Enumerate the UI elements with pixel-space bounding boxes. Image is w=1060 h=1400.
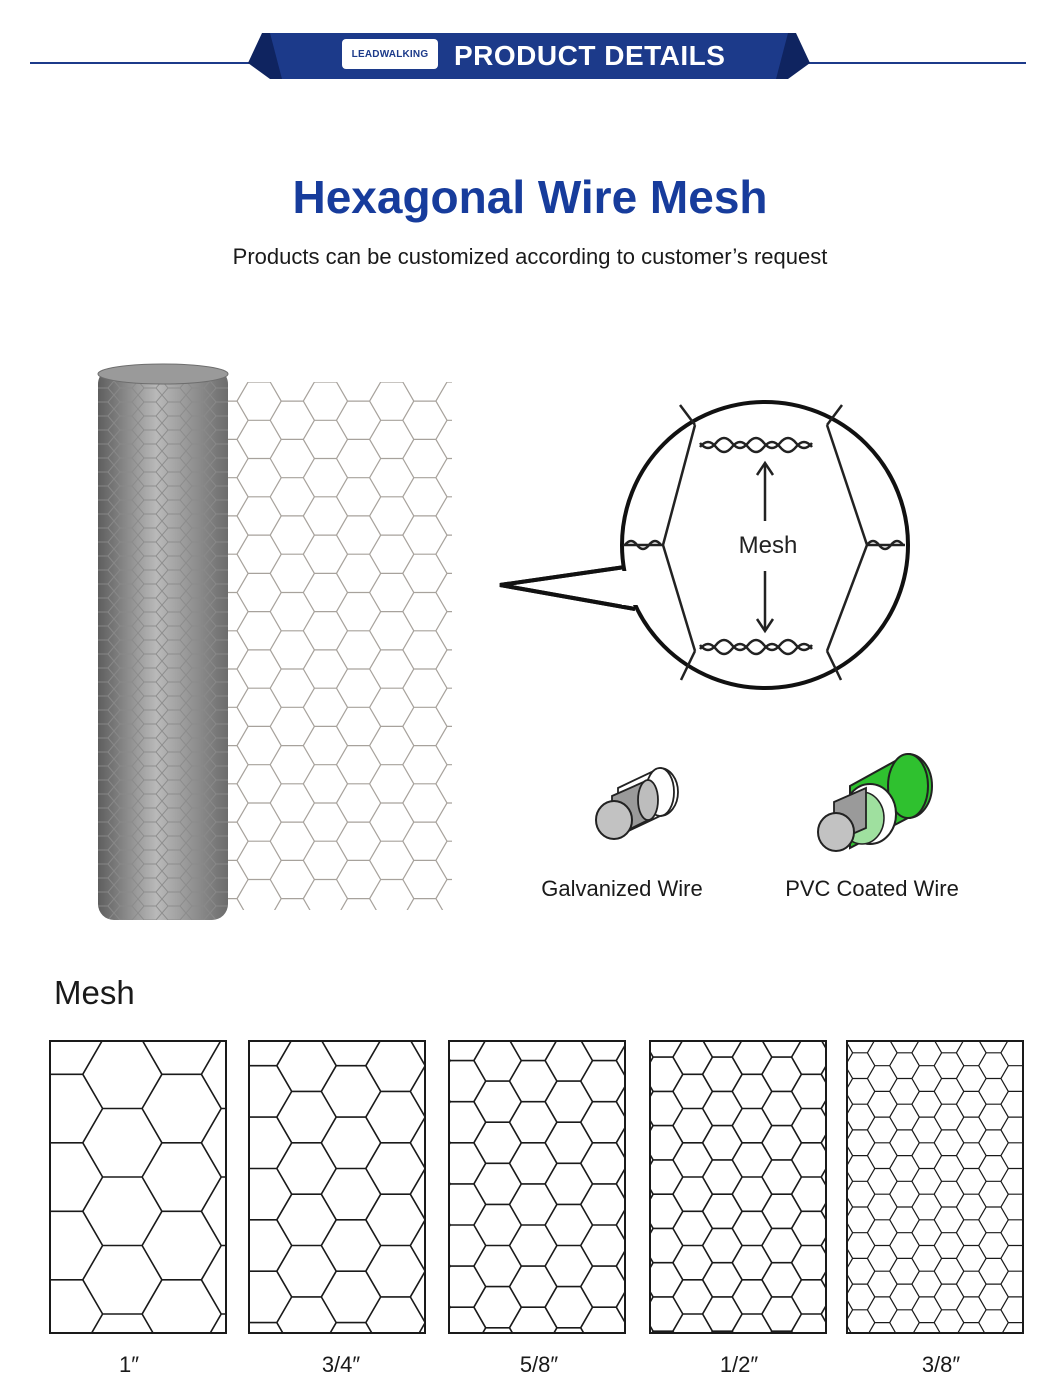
mesh-size-label: 3/4″	[321, 1352, 361, 1377]
pvc-coated-wire-icon	[812, 748, 942, 863]
panel-border	[846, 1040, 1024, 1334]
galvanized-wire-icon	[588, 760, 688, 855]
panel-border	[248, 1040, 426, 1334]
panel-border	[649, 1040, 827, 1334]
hex-grid	[220, 382, 452, 910]
wire-mesh-roll-image	[90, 360, 460, 935]
mesh-size-label: 3/8″	[921, 1352, 961, 1377]
mesh-section-heading: Mesh	[54, 974, 135, 1011]
hex-grid	[847, 1041, 1023, 1333]
logo-text: LEADWALKING	[351, 48, 429, 60]
hex-grid	[50, 1041, 226, 1333]
mesh-panel-3-4	[248, 1040, 426, 1334]
mesh-panel-1	[49, 1040, 227, 1334]
panel-border	[448, 1040, 626, 1334]
mesh-label: Mesh	[739, 532, 798, 559]
product-details-banner: LEADWALKING PRODUCT DETAILS	[248, 33, 810, 79]
page-title: Hexagonal Wire Mesh	[292, 171, 768, 223]
mesh-panel-5-8	[448, 1040, 626, 1334]
mesh-panel-3-8	[846, 1040, 1024, 1334]
banner-title: PRODUCT DETAILS	[454, 40, 726, 71]
pvc-coated-wire-label: PVC Coated Wire	[785, 876, 959, 901]
company-logo: LEADWALKING	[342, 39, 438, 69]
mesh-size-label: 5/8″	[519, 1352, 559, 1377]
page-subtitle: Products can be customized according to …	[232, 244, 828, 269]
mesh-panel-1-2	[649, 1040, 827, 1334]
hex-grid	[449, 1041, 625, 1333]
header-rule-left	[30, 62, 252, 64]
panel-border	[49, 1040, 227, 1334]
mesh-size-label: 1″	[118, 1352, 140, 1377]
hex-grid	[650, 1041, 826, 1333]
header-rule-right	[808, 62, 1026, 64]
galvanized-wire-label: Galvanized Wire	[541, 876, 703, 901]
hex-grid	[249, 1041, 425, 1333]
mesh-size-label: 1/2″	[719, 1352, 759, 1377]
mesh-detail-callout: Mesh	[495, 395, 915, 700]
